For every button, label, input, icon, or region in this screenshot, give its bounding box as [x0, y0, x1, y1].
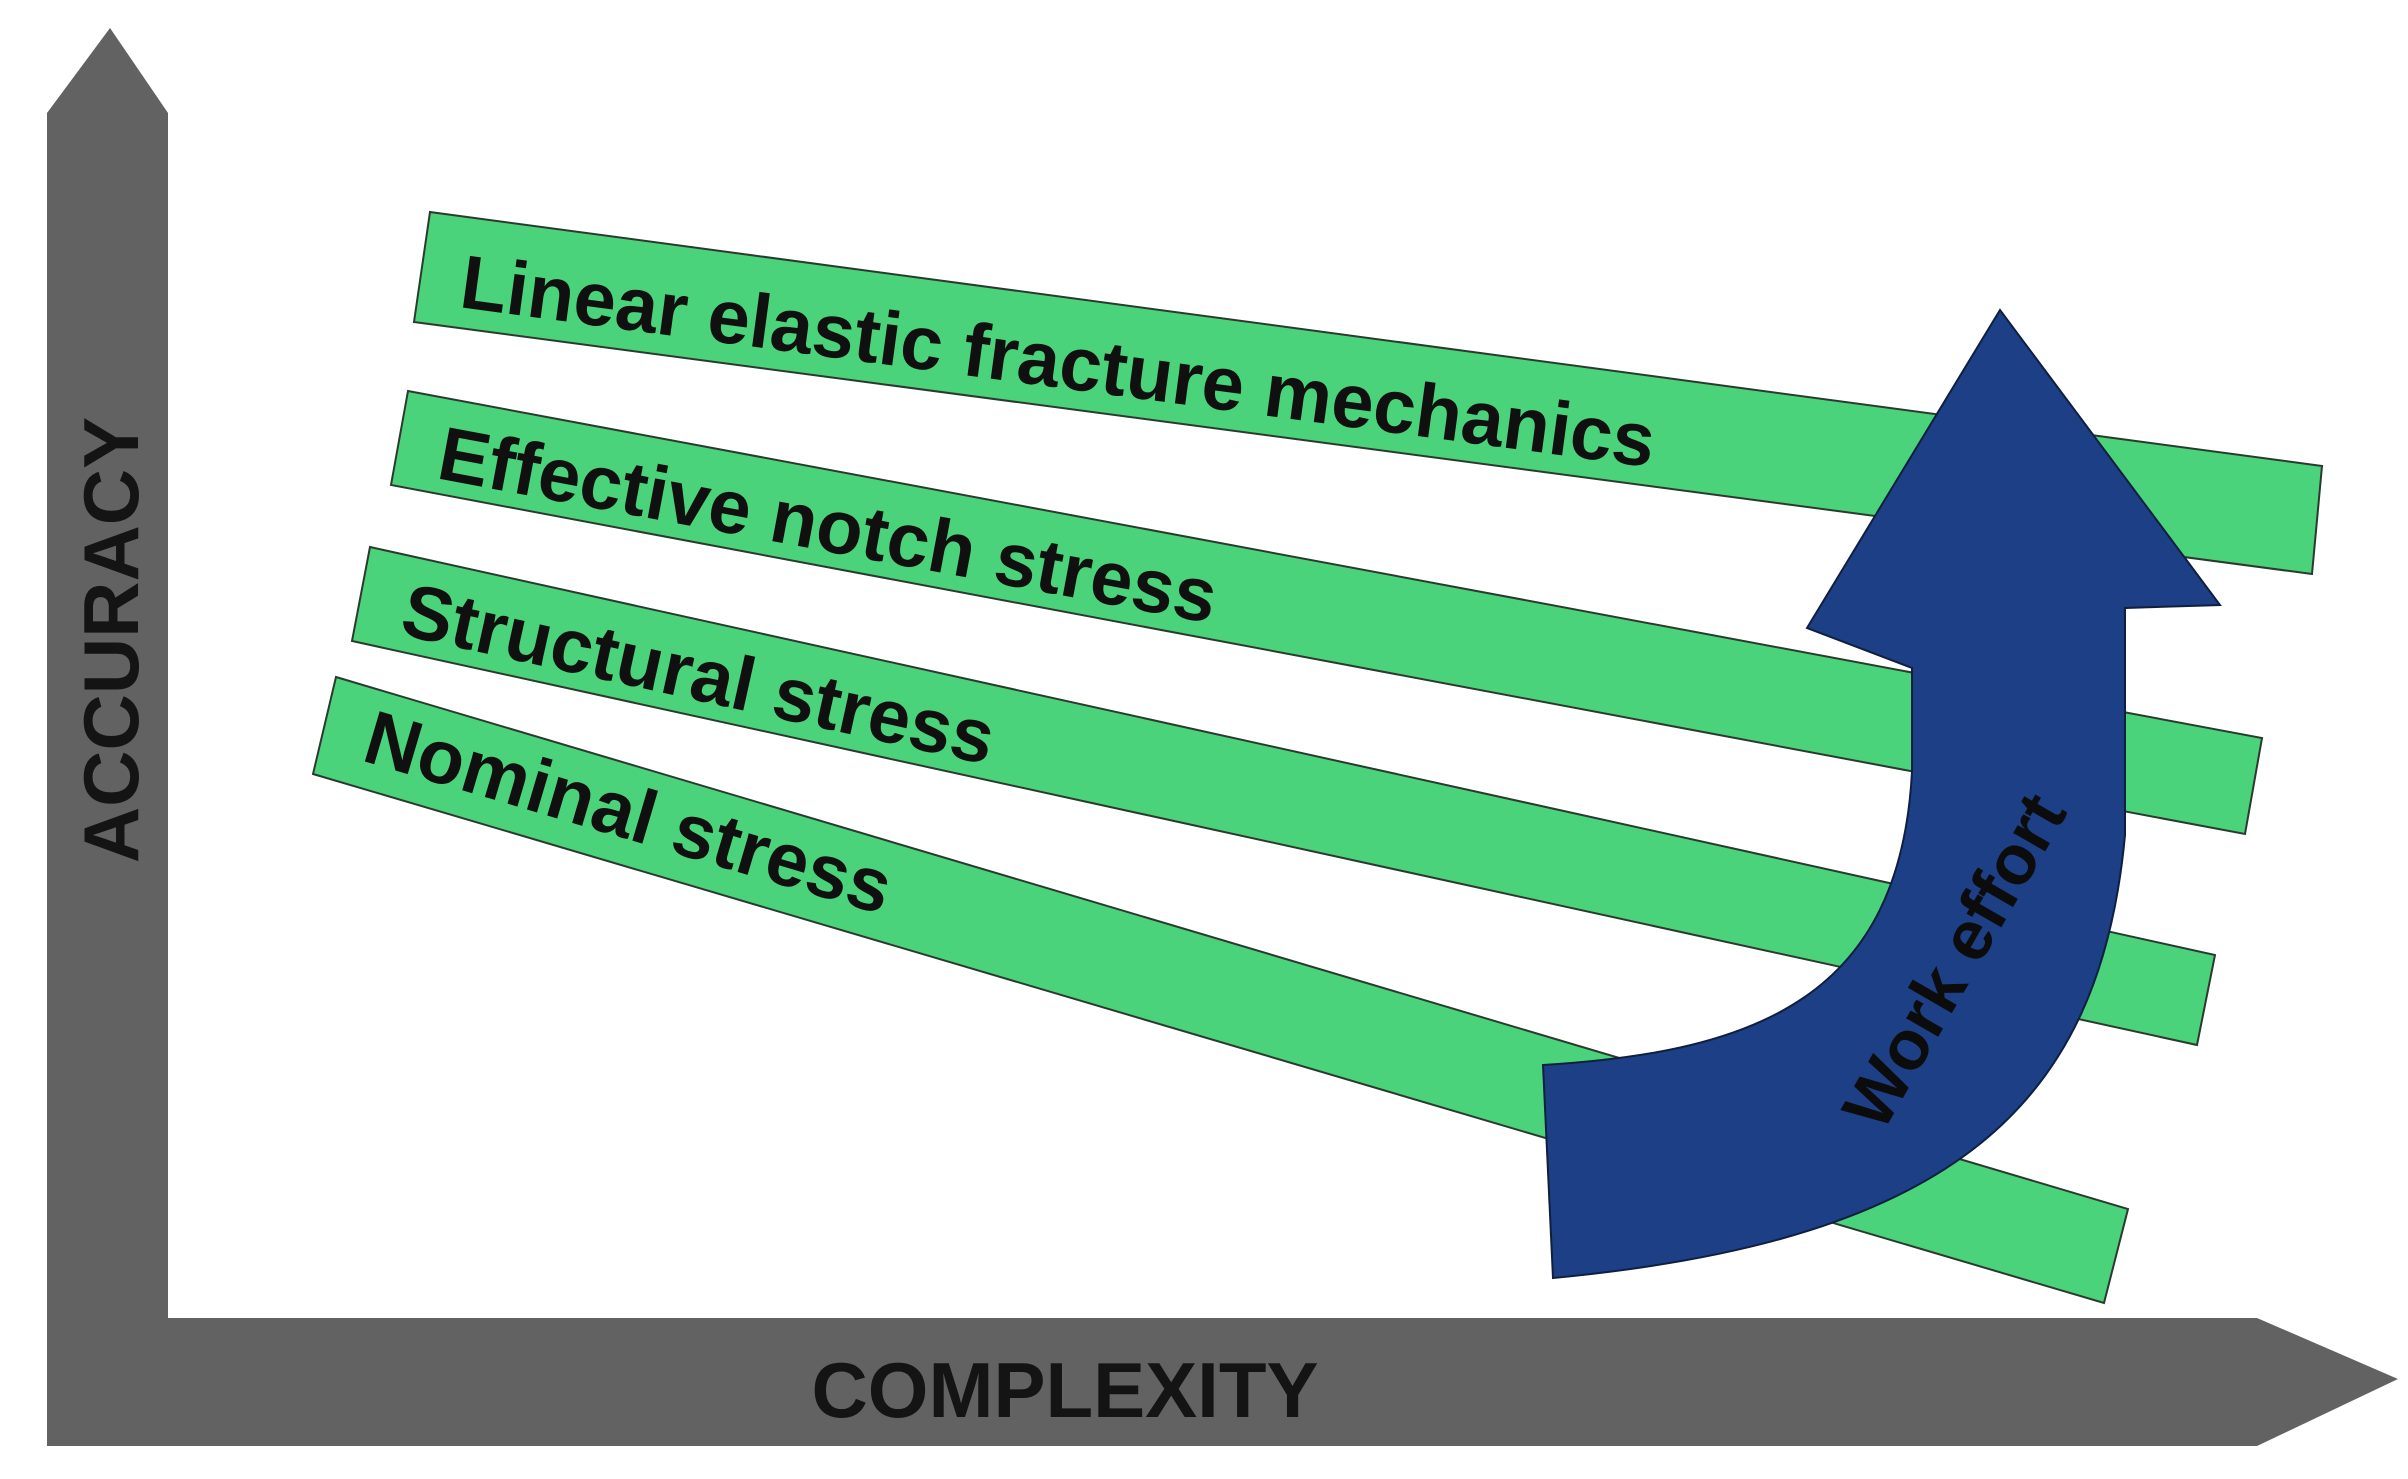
curved-arrow-shape	[1541, 308, 2222, 1280]
accuracy-axis-label: ACCURACY	[67, 417, 155, 863]
complexity-axis-label: COMPLEXITY	[811, 1346, 1318, 1434]
band-shape	[412, 210, 2324, 576]
accuracy-axis-arrow	[47, 28, 168, 1440]
complexity-axis-arrow	[47, 1318, 2398, 1446]
band-shape	[350, 545, 2217, 1047]
band-shape	[389, 389, 2264, 836]
